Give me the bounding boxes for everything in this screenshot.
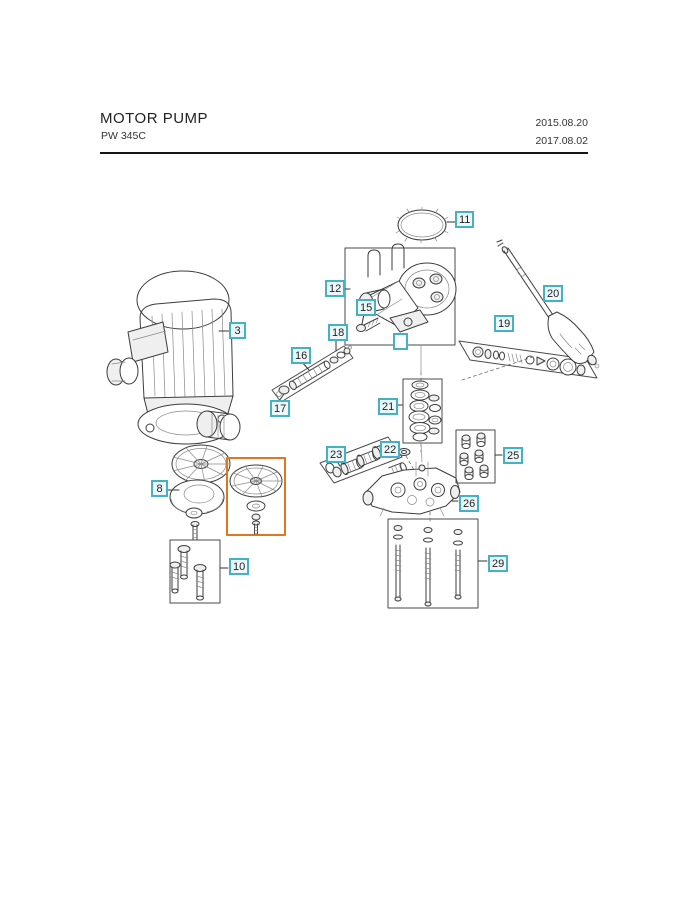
callout-19[interactable]: 19: [494, 315, 515, 332]
callout-3[interactable]: 3: [229, 322, 246, 339]
o-ring-drawing: [395, 206, 449, 244]
lance-parts-drawing: [458, 340, 598, 379]
plunger-kit-drawing: [169, 539, 221, 604]
bolt-kit-drawing: [387, 511, 479, 609]
callout-22[interactable]: 22: [380, 441, 401, 458]
callout-29[interactable]: 29: [488, 555, 509, 572]
pump-assembly-drawing: [344, 243, 457, 346]
model-number: PW 345C: [101, 130, 146, 142]
callout-26[interactable]: 26: [459, 495, 480, 512]
valve-kit-drawing: [402, 371, 443, 453]
thermal-valve-drawing: [271, 345, 354, 403]
fitting-kit-drawing: [455, 429, 496, 484]
washer-drawing: [397, 448, 415, 471]
callout-10[interactable]: 10: [229, 558, 250, 575]
callout-21[interactable]: 21: [378, 398, 399, 415]
callout-20[interactable]: 20: [543, 285, 564, 302]
highlight-box: [226, 457, 286, 536]
pump-head-drawing: [362, 461, 461, 517]
callout-23[interactable]: 23: [326, 446, 347, 463]
header-divider: [100, 152, 588, 154]
date-bottom: 2017.08.02: [535, 135, 588, 147]
callout-17[interactable]: 17: [270, 400, 291, 417]
motor-drawing: [106, 270, 241, 445]
callout-15[interactable]: 15: [356, 299, 377, 316]
callout-11[interactable]: 11: [455, 211, 475, 228]
callout-blank[interactable]: [393, 333, 408, 350]
callout-25[interactable]: 25: [503, 447, 524, 464]
callout-8[interactable]: 8: [151, 480, 168, 497]
fan-clutch-drawing: [169, 444, 231, 541]
spray-gun-drawing: [496, 239, 600, 369]
revision-dates: 2015.08.20 2017.08.02: [535, 114, 588, 150]
highlighted-part-group[interactable]: [226, 457, 286, 536]
callout-16[interactable]: 16: [291, 347, 312, 364]
callout-18[interactable]: 18: [328, 324, 349, 341]
date-top: 2015.08.20: [535, 117, 588, 129]
page-title: MOTOR PUMP: [100, 110, 209, 127]
callout-12[interactable]: 12: [325, 280, 346, 297]
